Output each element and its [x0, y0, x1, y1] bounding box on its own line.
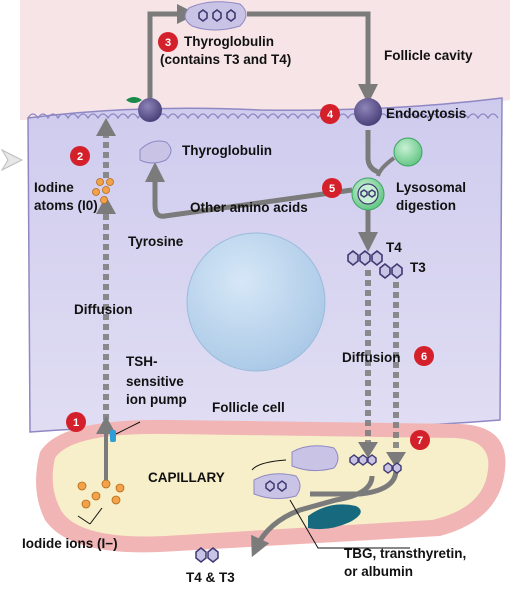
microvilli-border: [27, 113, 499, 120]
tbg-label-2: or albumin: [344, 564, 413, 579]
lysosomal-digestion-icon: [351, 177, 385, 211]
step-badge-1: 1: [66, 412, 86, 432]
follicle-cavity-label: Follicle cavity: [384, 48, 473, 63]
svg-text:3: 3: [165, 37, 171, 49]
transport-arrows: [145, 4, 399, 558]
step-badge-3: 3: [158, 32, 178, 52]
exit-hormone-icon: [195, 547, 219, 563]
tsh-label-1: TSH-: [126, 354, 158, 369]
other-amino-acids-label: Other amino acids: [190, 200, 308, 215]
t4-t3-bottom-label: T4 & T3: [186, 570, 235, 585]
tbg-pointer: [289, 499, 410, 549]
lysosome-icon: [393, 137, 423, 167]
tsh-pointer: [115, 421, 141, 435]
lysosome-arrow: [376, 156, 396, 177]
diffusion-arrowhead-left: [358, 442, 378, 458]
follicle-cell-label: Follicle cell: [212, 400, 285, 415]
tsh-label-3: ion pump: [126, 392, 187, 407]
iodide-ions-icon: [77, 479, 125, 509]
iodide-pathway: [96, 118, 116, 480]
arrow-exit-2: [251, 475, 375, 558]
thyroglobulin-cell-icon: [139, 140, 172, 164]
thyroglobulin-contains-label: (contains T3 and T4): [160, 52, 291, 67]
tbg-label-1: TBG, transthyretin,: [344, 546, 466, 561]
svg-text:4: 4: [327, 109, 334, 121]
diffusion-left-label: Diffusion: [74, 302, 133, 317]
diffusion-arrowhead-right: [386, 452, 406, 468]
diffusion-right-label: Diffusion: [342, 350, 401, 365]
endocytosis-label: Endocytosis: [386, 106, 466, 121]
endocytic-vesicle-icon: [354, 98, 382, 126]
follicle-cavity: [20, 0, 510, 120]
svg-text:5: 5: [329, 183, 335, 195]
arrow-vesicle-lysosome: [365, 130, 380, 175]
arrow-from-cavity: [247, 11, 378, 104]
nucleus: [186, 232, 326, 372]
iodide-ions-label: Iodide ions (I−): [22, 536, 118, 551]
tsh-label-2: sensitive: [126, 374, 184, 389]
step-badge-7: 7: [410, 430, 430, 450]
red-blood-cell: [308, 504, 361, 530]
t4-molecule-icon: [347, 249, 383, 267]
side-pointer-icon: [0, 148, 24, 172]
step-badge-2: 2: [70, 146, 90, 166]
thyroglobulin-cavity-icon: [184, 1, 247, 31]
capillary-label: CAPILLARY: [148, 470, 225, 485]
tyrosine-label: Tyrosine: [128, 234, 184, 249]
svg-text:6: 6: [421, 351, 427, 363]
svg-text:7: 7: [417, 435, 423, 447]
capillary-label-pointer: [251, 459, 287, 471]
t4-label: T4: [386, 240, 402, 255]
iodide-ions-pointer: [77, 507, 103, 525]
step-badge-6: 6: [414, 346, 434, 366]
secretory-vesicle-icon: [126, 97, 162, 122]
svg-text:1: 1: [73, 417, 79, 429]
iodine-atoms-label: atoms (I0): [34, 198, 98, 213]
svg-text:2: 2: [77, 151, 83, 163]
arrow-to-cavity: [147, 4, 197, 108]
t3-label: T3: [410, 260, 426, 275]
thyroglobulin-mid-label: Thyroglobulin: [182, 143, 272, 158]
capillary-hormone-icons: [349, 454, 402, 474]
binding-protein-icon: [253, 445, 339, 500]
iodine-atoms-icon: [92, 178, 114, 204]
digestion-label: digestion: [396, 198, 456, 213]
step-badge-5: 5: [322, 178, 342, 198]
hormone-diffusion: [365, 270, 399, 454]
tsh-ion-pump-icon: [110, 430, 116, 442]
iodine-label: Iodine: [34, 180, 74, 195]
thyroglobulin-top-label: Thyroglobulin: [184, 34, 274, 49]
step-badge-4: 4: [320, 104, 340, 124]
t3-molecule-icon: [379, 262, 403, 280]
lysosomal-label: Lysosomal: [396, 180, 466, 195]
arrow-amino-acids: [145, 162, 353, 219]
